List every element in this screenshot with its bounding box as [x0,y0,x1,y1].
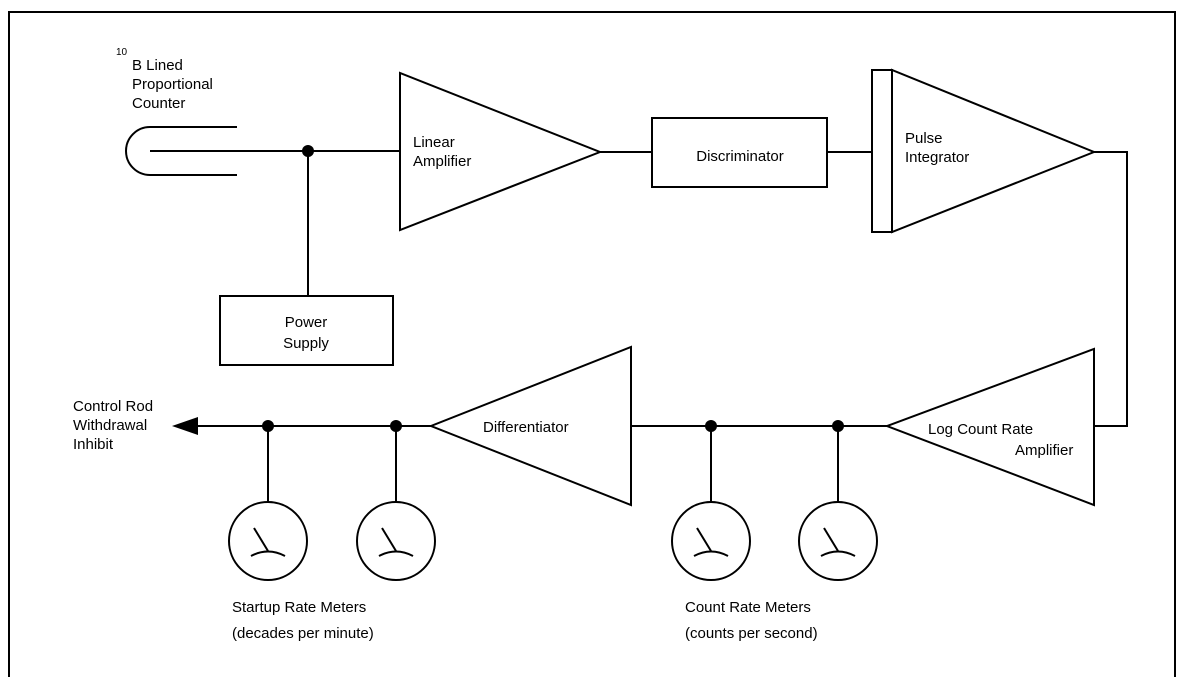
output-label-line3: Inhibit [73,436,114,453]
output-label-line1: Control Rod [73,398,153,415]
startup-rate-meter-1 [228,501,308,581]
output-arrowhead [172,417,198,435]
power-supply-label-line1: Power [285,314,328,331]
count-rate-meter-2 [798,501,878,581]
pulse-integrator-triangle [891,68,1097,234]
proportional-counter-detector [125,126,308,176]
pulse-integrator-label-line1: Pulse [905,130,943,147]
log-amplifier-label-line1: Log Count Rate [928,421,1033,438]
count-rate-meters-label-line1: Count Rate Meters [685,599,811,616]
diagram-frame [8,11,1176,677]
discriminator-label: Discriminator [696,148,784,165]
linear-amplifier-triangle [399,71,603,232]
count-rate-meter-1 [671,501,751,581]
detector-isotope-superscript: 10 [116,47,128,58]
count-rate-meters-label-line2: (counts per second) [685,625,818,642]
power-supply-label-line2: Supply [283,335,329,352]
linear-amplifier-label-line2: Amplifier [413,153,471,170]
startup-rate-meters-label-line2: (decades per minute) [232,625,374,642]
log-amplifier-label-line2: Amplifier [1015,442,1073,459]
power-supply-block [219,295,394,366]
startup-rate-meter-2 [356,501,436,581]
detector-label-line2: Proportional [132,76,213,93]
discriminator-block [651,117,828,188]
detector-label-line1: B Lined [132,57,183,74]
pulse-integrator-label-line2: Integrator [905,149,969,166]
linear-amplifier-label-line1: Linear [413,134,455,151]
detector-label-line3: Counter [132,95,185,112]
differentiator-label: Differentiator [483,419,569,436]
log-count-rate-amplifier-triangle [884,347,1095,507]
differentiator-triangle [428,345,632,507]
output-label-line2: Withdrawal [73,417,147,434]
pulse-integrator-input-bar [871,69,893,233]
startup-rate-meters-label-line1: Startup Rate Meters [232,599,366,616]
